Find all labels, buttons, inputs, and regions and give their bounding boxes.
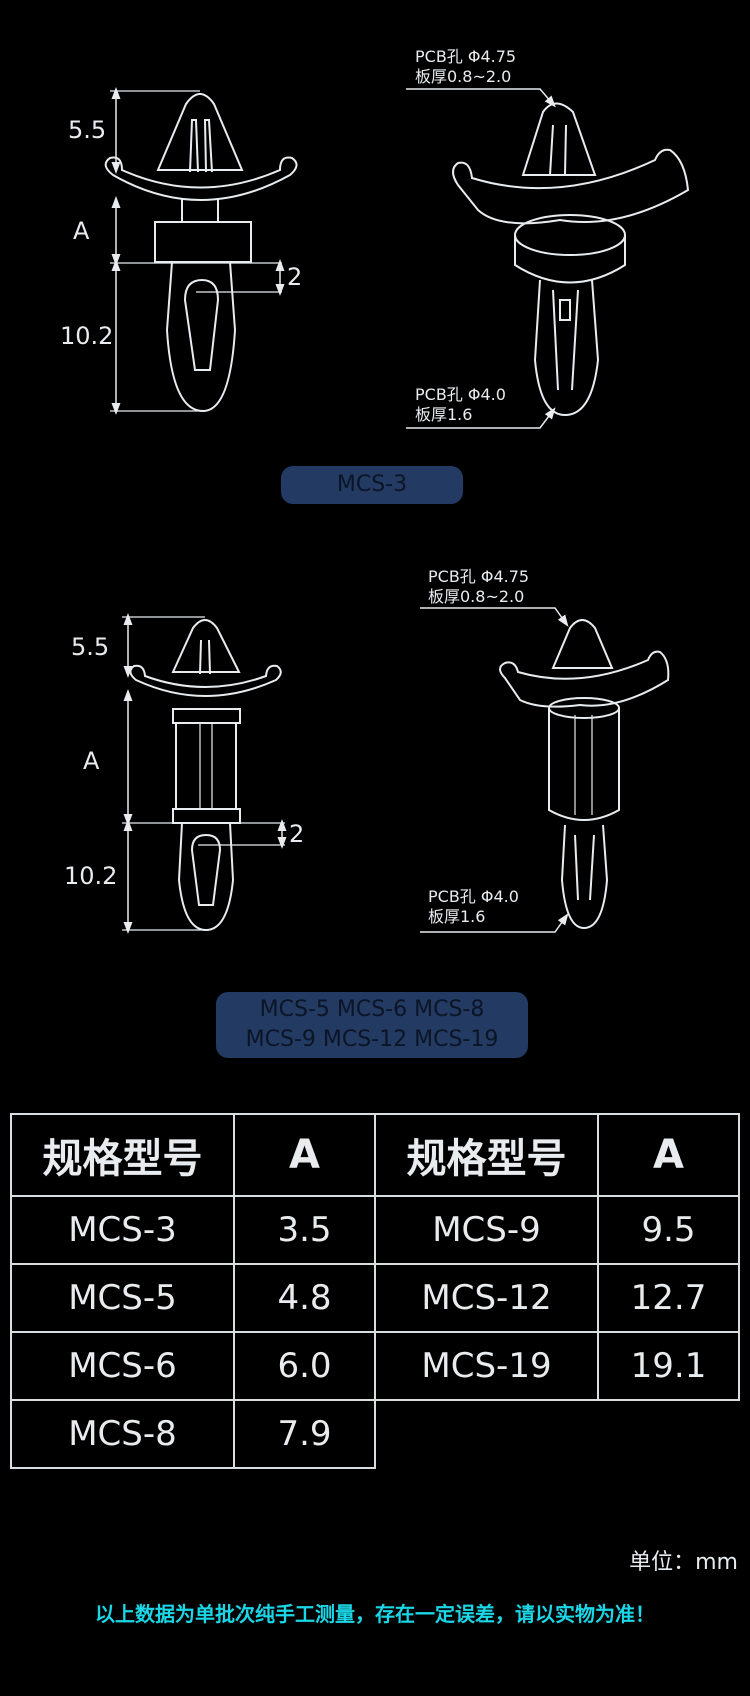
dim-slot-2: 2 bbox=[289, 820, 305, 848]
clip-side-view-2 bbox=[122, 613, 287, 934]
upper-hole-diameter-2: PCB孔 Φ4.75 bbox=[428, 567, 530, 586]
table-header-row: 规格型号 A 规格型号 A bbox=[10, 1113, 740, 1197]
lower-board-thickness-2: 板厚1.6 bbox=[428, 907, 486, 926]
header-model: 规格型号 bbox=[10, 1113, 235, 1197]
lower-hole-note-2: PCB孔 Φ4.0 板厚1.6 bbox=[428, 887, 519, 927]
model-cell: MCS-12 bbox=[374, 1263, 599, 1333]
a-cell: 19.1 bbox=[597, 1331, 740, 1401]
a-cell: 6.0 bbox=[233, 1331, 376, 1401]
upper-hole-note: PCB孔 Φ4.75 板厚0.8~2.0 bbox=[415, 47, 516, 87]
disclaimer: 以上数据为单批次纯手工测量，存在一定误差，请以实物为准！ bbox=[95, 1602, 655, 1626]
dim-a-2: A bbox=[83, 747, 100, 775]
lower-board-thickness: 板厚1.6 bbox=[415, 405, 473, 424]
dim-stem-length-2: 10.2 bbox=[64, 862, 118, 890]
clip-3d-view-2 bbox=[420, 607, 670, 933]
technical-drawings bbox=[104, 87, 690, 934]
lower-hole-diameter: PCB孔 Φ4.0 bbox=[415, 385, 506, 404]
upper-hole-note-2: PCB孔 Φ4.75 板厚0.8~2.0 bbox=[428, 567, 529, 607]
model-label-mcs-3: MCS-3 bbox=[281, 466, 463, 504]
model-cell: MCS-19 bbox=[374, 1331, 599, 1401]
clip-3d-view-1 bbox=[406, 88, 690, 429]
dim-slot: 2 bbox=[287, 263, 303, 291]
model-cell: MCS-9 bbox=[374, 1195, 599, 1265]
empty-cell bbox=[375, 1399, 739, 1468]
upper-hole-diameter: PCB孔 Φ4.75 bbox=[415, 47, 517, 66]
model-label-group: MCS-5 MCS-6 MCS-8 MCS-9 MCS-12 MCS-19 bbox=[216, 992, 528, 1058]
table-row: MCS-6 6.0 MCS-19 19.1 bbox=[10, 1331, 740, 1401]
upper-board-thickness: 板厚0.8~2.0 bbox=[415, 67, 512, 86]
dim-stem-length: 10.2 bbox=[60, 322, 114, 350]
dim-head-height: 5.5 bbox=[68, 116, 107, 144]
a-cell: 12.7 bbox=[597, 1263, 740, 1333]
model-label-line-2: MCS-9 MCS-12 MCS-19 bbox=[245, 1027, 499, 1052]
dim-a: A bbox=[73, 217, 90, 245]
dim-head-height-2: 5.5 bbox=[71, 633, 110, 661]
table-row: MCS-5 4.8 MCS-12 12.7 bbox=[10, 1263, 740, 1333]
header-model: 规格型号 bbox=[374, 1113, 599, 1197]
table-row: MCS-8 7.9 bbox=[10, 1399, 739, 1469]
header-a: A bbox=[233, 1113, 376, 1197]
model-cell: MCS-6 bbox=[10, 1331, 235, 1401]
a-cell: 3.5 bbox=[233, 1195, 376, 1265]
header-a: A bbox=[597, 1113, 740, 1197]
clip-side-view-1 bbox=[104, 87, 298, 415]
model-cell: MCS-3 bbox=[10, 1195, 235, 1265]
table-row: MCS-3 3.5 MCS-9 9.5 bbox=[10, 1195, 740, 1265]
a-cell: 7.9 bbox=[233, 1399, 376, 1469]
lower-hole-diameter-2: PCB孔 Φ4.0 bbox=[428, 887, 519, 906]
model-label-line-1: MCS-5 MCS-6 MCS-8 bbox=[259, 997, 485, 1022]
spec-table: 规格型号 A 规格型号 A MCS-3 3.5 MCS-9 9.5 MCS-5 … bbox=[10, 1113, 740, 1469]
a-cell: 9.5 bbox=[597, 1195, 740, 1265]
model-cell: MCS-8 bbox=[10, 1399, 235, 1469]
a-cell: 4.8 bbox=[233, 1263, 376, 1333]
unit-label: 单位：mm bbox=[629, 1550, 738, 1575]
model-cell: MCS-5 bbox=[10, 1263, 235, 1333]
lower-hole-note: PCB孔 Φ4.0 板厚1.6 bbox=[415, 385, 506, 425]
upper-board-thickness-2: 板厚0.8~2.0 bbox=[428, 587, 525, 606]
